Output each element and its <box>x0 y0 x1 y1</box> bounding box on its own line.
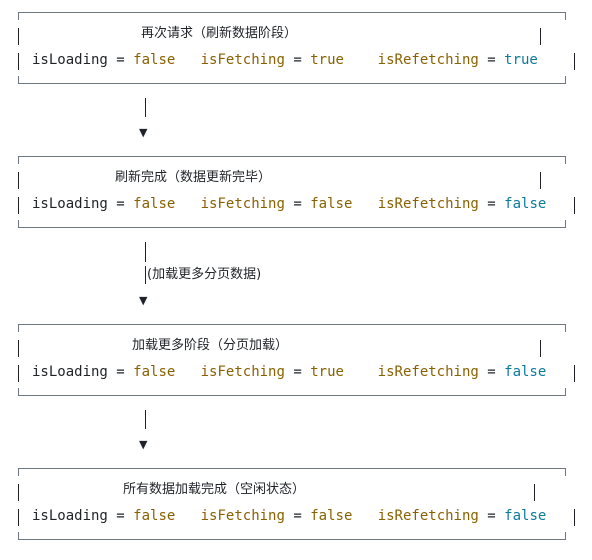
field-value-isfetching: true <box>310 364 344 380</box>
equals-sign: = <box>116 196 125 212</box>
equals-sign: = <box>293 508 302 524</box>
field-value-isrefetching: false <box>504 196 547 212</box>
state-title: 加载更多阶段（分页加载） <box>132 338 289 353</box>
field-value-isfetching: false <box>310 196 353 212</box>
state-values: isLoading = false isFetching = true isRe… <box>32 363 546 381</box>
field-name-isrefetching: isRefetching <box>377 364 479 380</box>
state-values: isLoading = false isFetching = false isR… <box>32 507 546 525</box>
equals-sign: = <box>116 364 125 380</box>
field-name-isloading: isLoading <box>32 508 108 524</box>
state-box-refetching: 再次请求（刷新数据阶段） isLoading = false isFetchin… <box>18 12 575 84</box>
arrow-down-icon: ▼ <box>139 438 148 451</box>
field-name-isloading: isLoading <box>32 52 108 68</box>
equals-sign: = <box>293 52 302 68</box>
field-value-isloading: false <box>133 364 176 380</box>
state-box-load-more: 加载更多阶段（分页加载） isLoading = false isFetchin… <box>18 324 575 396</box>
field-name-isloading: isLoading <box>32 196 108 212</box>
field-value-isrefetching: false <box>504 508 547 524</box>
state-box-idle: 所有数据加载完成（空闲状态） isLoading = false isFetch… <box>18 468 575 540</box>
field-value-isrefetching: false <box>504 364 547 380</box>
arrow-down-icon: ▼ <box>139 126 148 139</box>
connector-line <box>145 242 146 262</box>
connector-label: (加载更多分页数据) <box>147 267 262 282</box>
state-title: 所有数据加载完成（空闲状态） <box>123 482 306 497</box>
connector-line <box>145 98 146 117</box>
field-name-isrefetching: isRefetching <box>377 508 479 524</box>
equals-sign: = <box>487 508 496 524</box>
field-name-isrefetching: isRefetching <box>377 196 479 212</box>
connector-line <box>145 410 146 429</box>
equals-sign: = <box>293 196 302 212</box>
state-values: isLoading = false isFetching = false isR… <box>32 195 546 213</box>
equals-sign: = <box>116 52 125 68</box>
field-name-isfetching: isFetching <box>200 364 285 380</box>
field-name-isloading: isLoading <box>32 364 108 380</box>
equals-sign: = <box>487 196 496 212</box>
field-name-isrefetching: isRefetching <box>377 52 479 68</box>
field-name-isfetching: isFetching <box>200 196 285 212</box>
field-name-isfetching: isFetching <box>200 52 285 68</box>
state-title: 再次请求（刷新数据阶段） <box>141 26 298 41</box>
field-value-isloading: false <box>133 508 176 524</box>
equals-sign: = <box>487 52 496 68</box>
field-value-isrefetching: true <box>504 52 538 68</box>
state-box-refetch-done: 刷新完成（数据更新完毕） isLoading = false isFetchin… <box>18 156 575 228</box>
arrow-down-icon: ▼ <box>139 294 148 307</box>
state-values: isLoading = false isFetching = true isRe… <box>32 51 538 69</box>
field-value-isfetching: false <box>310 508 353 524</box>
equals-sign: = <box>116 508 125 524</box>
field-value-isloading: false <box>133 52 176 68</box>
equals-sign: = <box>487 364 496 380</box>
equals-sign: = <box>293 364 302 380</box>
field-value-isloading: false <box>133 196 176 212</box>
state-title: 刷新完成（数据更新完毕） <box>115 170 272 185</box>
connector-line <box>145 266 146 284</box>
field-name-isfetching: isFetching <box>200 508 285 524</box>
field-value-isfetching: true <box>310 52 344 68</box>
